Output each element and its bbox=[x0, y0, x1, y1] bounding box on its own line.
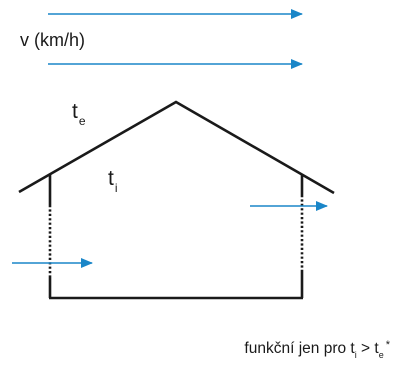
condition-left-subscript: i bbox=[354, 350, 357, 360]
house-roof bbox=[18, 100, 335, 195]
inside-temperature-symbol: t bbox=[108, 167, 114, 190]
condition-note: funkční jen pro ti > te* bbox=[244, 339, 390, 360]
condition-left-symbol: t bbox=[350, 340, 355, 357]
outside-temperature-label: te bbox=[72, 100, 86, 127]
outside-temperature-subscript: e bbox=[78, 114, 86, 128]
condition-footnote-mark: * bbox=[385, 339, 390, 351]
condition-note-prefix: funkční jen pro bbox=[244, 340, 351, 357]
condition-right-symbol: t bbox=[374, 340, 379, 357]
wind-speed-label: v (km/h) bbox=[20, 30, 85, 50]
condition-right-subscript: e bbox=[378, 350, 384, 360]
condition-operator: > bbox=[356, 340, 375, 357]
outside-temperature-symbol: t bbox=[72, 100, 78, 123]
inside-temperature-subscript: i bbox=[114, 181, 118, 195]
inside-temperature-label: ti bbox=[108, 167, 118, 194]
